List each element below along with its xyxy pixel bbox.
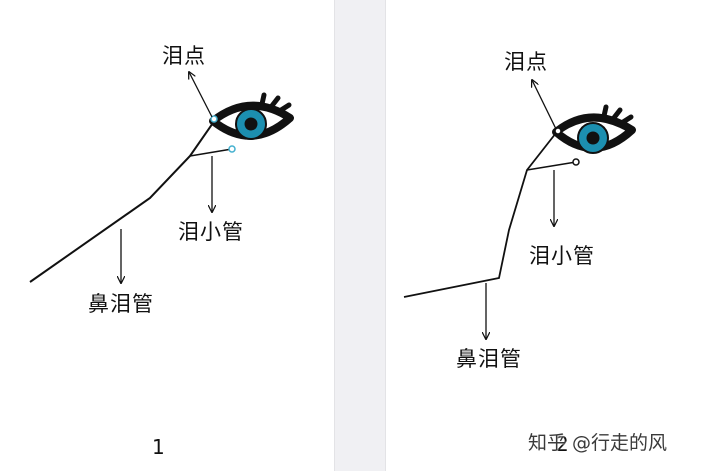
eye-icon xyxy=(552,104,636,166)
lower-canaliculus-line xyxy=(526,161,577,171)
diagram-panel-2: 泪点 泪小管 鼻泪管 2 xyxy=(386,0,720,471)
page-number: 1 xyxy=(152,435,165,459)
label-canaliculus: 泪小管 xyxy=(178,220,244,244)
eyelash-2 xyxy=(610,107,623,122)
eyelash-1 xyxy=(259,92,267,107)
watermark-text: 知乎 @行走的风 xyxy=(528,432,668,454)
label-nasolacrimal-duct: 鼻泪管 xyxy=(88,292,154,316)
lower-punctum-dot xyxy=(228,145,236,153)
page-number: 2 xyxy=(556,432,569,456)
lower-punctum-dot xyxy=(572,158,580,166)
upper-punctum-dot xyxy=(210,115,218,123)
punctum-arrow xyxy=(532,80,557,130)
pupil-shape xyxy=(244,117,258,131)
label-canaliculus: 泪小管 xyxy=(529,244,595,268)
label-punctum: 泪点 xyxy=(504,50,548,74)
lacrimal-diagram-1 xyxy=(29,0,294,471)
page-gutter xyxy=(334,0,386,471)
diagram-panel-1: 泪点 泪小管 鼻泪管 1 xyxy=(0,0,334,471)
lower-canaliculus-line xyxy=(189,148,233,157)
eyelash-1 xyxy=(601,104,609,119)
label-nasolacrimal-duct: 鼻泪管 xyxy=(456,347,522,371)
punctum-arrow xyxy=(189,72,213,118)
lacrimal-diagram-2 xyxy=(403,0,636,471)
lacrimal-duct-line xyxy=(403,132,557,298)
eyelash-3 xyxy=(617,114,634,127)
upper-punctum-dot xyxy=(554,127,562,135)
pupil-shape xyxy=(586,131,600,145)
eyelash-2 xyxy=(268,95,281,110)
label-punctum: 泪点 xyxy=(162,44,206,68)
eyelash-3 xyxy=(275,102,292,115)
lacrimal-duct-line xyxy=(29,119,216,283)
eye-icon xyxy=(209,92,294,153)
